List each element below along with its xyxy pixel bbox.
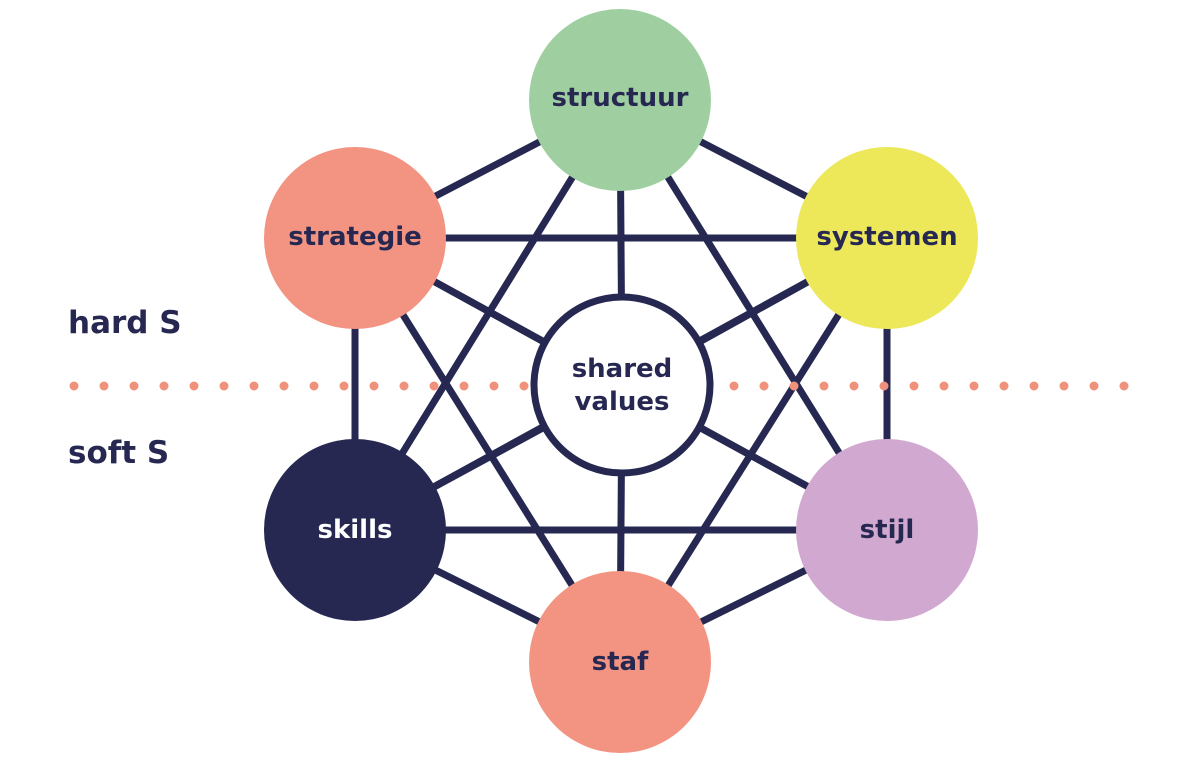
divider-dot <box>999 381 1009 391</box>
divider-dot <box>219 381 229 391</box>
divider-dot <box>69 381 79 391</box>
node-staff: staf <box>529 571 711 753</box>
divider-dot <box>279 381 289 391</box>
divider-dot <box>399 381 409 391</box>
node-skills-label: skills <box>318 515 393 545</box>
node-systems-label: systemen <box>816 222 957 252</box>
divider-dot <box>879 381 889 391</box>
divider-dot <box>339 381 349 391</box>
divider-dot <box>99 381 109 391</box>
node-style-circle <box>796 439 978 621</box>
hard-soft-divider <box>69 381 1129 391</box>
divider-dot <box>369 381 379 391</box>
node-structure-label: structuur <box>552 83 689 113</box>
node-structure: structuur <box>529 9 711 191</box>
node-staff-circle <box>529 571 711 753</box>
node-shared-values-label-line2: values <box>574 387 669 417</box>
node-systems-circle <box>796 147 978 329</box>
divider-dot <box>519 381 529 391</box>
node-systems: systemen <box>796 147 978 329</box>
divider-dot <box>909 381 919 391</box>
node-style-label: stijl <box>860 515 915 545</box>
divider-dot <box>969 381 979 391</box>
hard-s-label: hard S <box>68 305 182 341</box>
divider-dot <box>939 381 949 391</box>
divider-dot <box>759 381 769 391</box>
divider-dot <box>459 381 469 391</box>
divider-dot <box>819 381 829 391</box>
node-shared-values-circle <box>530 293 714 477</box>
divider-dot <box>189 381 199 391</box>
divider-dot <box>1089 381 1099 391</box>
divider-dot <box>429 381 439 391</box>
node-strategy-label: strategie <box>288 222 422 252</box>
divider-dot <box>789 381 799 391</box>
divider-dot <box>159 381 169 391</box>
divider-dot <box>849 381 859 391</box>
node-structure-circle <box>529 9 711 191</box>
divider-dot <box>309 381 319 391</box>
divider-dot <box>1029 381 1039 391</box>
node-strategy-circle <box>264 147 446 329</box>
soft-s-label: soft S <box>68 435 169 471</box>
node-strategy: strategie <box>264 147 446 329</box>
divider-dot <box>1059 381 1069 391</box>
node-skills: skills <box>264 439 446 621</box>
node-style: stijl <box>796 439 978 621</box>
divider-dot <box>129 381 139 391</box>
divider-dot <box>249 381 259 391</box>
divider-dot <box>729 381 739 391</box>
node-shared-values: shared values <box>530 293 714 477</box>
node-skills-circle <box>264 439 446 621</box>
divider-dot <box>1119 381 1129 391</box>
node-shared-values-label-line1: shared <box>572 354 673 384</box>
divider-dot <box>489 381 499 391</box>
node-staff-label: staf <box>592 647 649 677</box>
